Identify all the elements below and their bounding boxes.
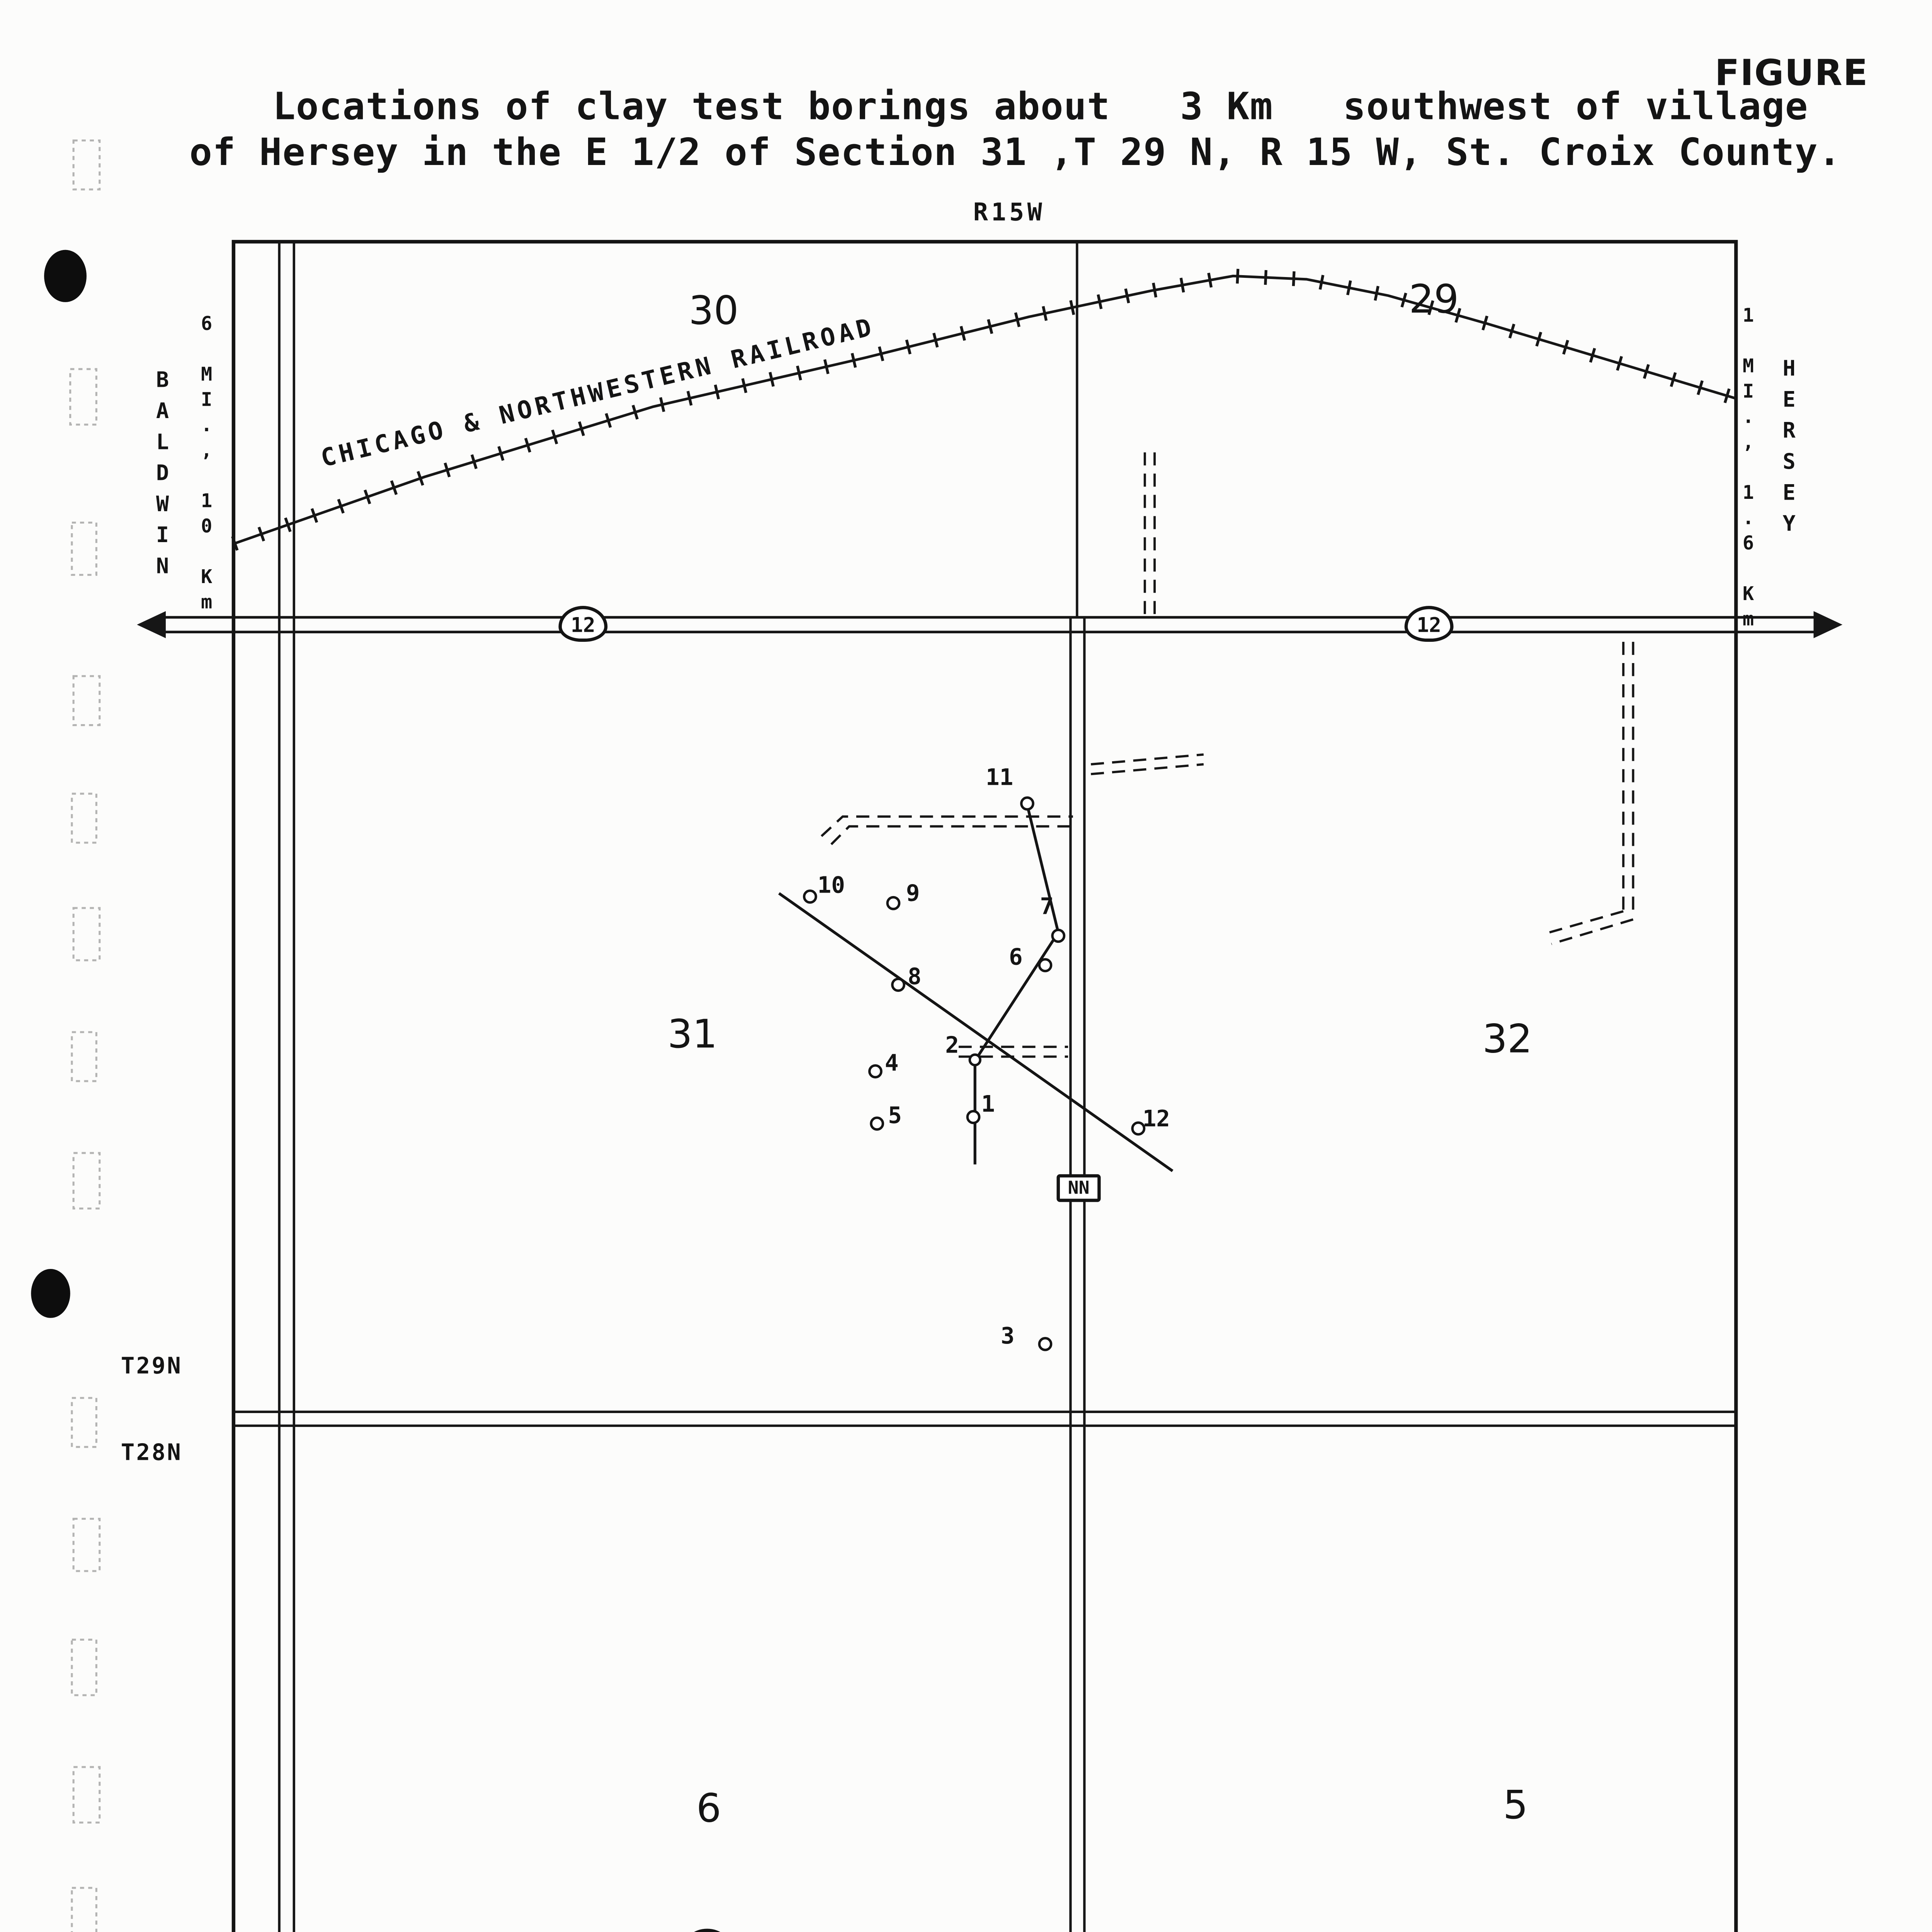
hersey-label: HERSEY	[1777, 357, 1801, 544]
dashed-road	[820, 815, 1073, 837]
section-32-label: 32	[1482, 1016, 1532, 1062]
us12-shield-west-number: 12	[571, 611, 595, 636]
dashed-road	[1551, 918, 1634, 945]
dashed-road	[1091, 753, 1204, 765]
scan-artifact	[72, 139, 101, 190]
dashed-roads	[820, 452, 1634, 1058]
map-border	[231, 240, 1738, 1932]
section-31-label: 31	[667, 1011, 718, 1058]
boring-label-3: 3	[1000, 1324, 1015, 1350]
us12-shield-east-number: 12	[1417, 611, 1442, 636]
highway-12-road	[137, 611, 1843, 638]
test-boring-9	[886, 896, 901, 910]
boring-label-8: 8	[908, 964, 922, 991]
cross-section-line-b	[975, 932, 1060, 1059]
hersey-distance-label: 1 MI., 1.6 Km	[1736, 304, 1760, 633]
township-t28n-label: T28N	[121, 1440, 183, 1467]
railroad-line	[233, 274, 1736, 545]
test-borings	[803, 796, 1146, 1351]
section-29-label: 29	[1409, 276, 1459, 323]
scan-artifact	[72, 907, 101, 961]
test-boring-8	[891, 978, 905, 992]
scan-artifact	[72, 675, 101, 726]
boring-label-2: 2	[945, 1033, 959, 1060]
test-boring-4	[868, 1064, 883, 1078]
punch-hole	[44, 250, 87, 302]
us12-shield-east: 12	[1404, 606, 1454, 642]
test-boring-11	[1020, 796, 1034, 811]
scan-artifact	[71, 521, 97, 576]
punch-hole	[31, 1269, 70, 1318]
title-line-1: Locations of clay test borings about 3 K…	[272, 87, 1809, 129]
us12-shield-west: 12	[558, 606, 608, 642]
dashed-road	[1091, 763, 1204, 776]
scan-artifacts	[69, 139, 101, 1932]
boring-label-4: 4	[884, 1051, 899, 1078]
range-label: R15W	[973, 197, 1046, 227]
scan-artifact	[72, 1766, 101, 1824]
baldwin-distance-label: 6 MI., 10 Km	[195, 312, 218, 616]
county-nn-marker: NN	[1056, 1174, 1101, 1202]
roads	[233, 242, 1736, 1932]
section-5-label: 5	[1503, 1782, 1528, 1828]
section-6-label: 6	[696, 1786, 721, 1832]
west-arrow	[137, 611, 166, 638]
dashed-road	[1543, 910, 1624, 935]
boring-label-7: 7	[1040, 894, 1054, 921]
test-boring-12	[1131, 1121, 1146, 1136]
baldwin-label: BALDWIN	[150, 369, 175, 587]
scan-artifact	[71, 1638, 97, 1696]
scan-artifact	[72, 1518, 101, 1572]
boring-label-5: 5	[888, 1103, 902, 1130]
scan-artifact	[71, 793, 97, 844]
test-boring-5	[870, 1116, 884, 1131]
county-nn-marker-label: NN	[1068, 1177, 1090, 1199]
test-boring-1	[966, 1110, 981, 1124]
test-boring-6	[1038, 958, 1053, 973]
boring-label-12: 12	[1142, 1107, 1170, 1133]
east-arrow	[1813, 611, 1843, 638]
test-boring-3	[1038, 1337, 1053, 1351]
title-line-2: of Hersey in the E 1/2 of Section 31 ,T …	[189, 132, 1842, 175]
punch-holes	[31, 250, 87, 1318]
scan-artifact	[72, 1152, 101, 1210]
test-boring-2	[968, 1053, 981, 1066]
scan-artifact	[71, 1031, 97, 1082]
section-30-label: 30	[689, 288, 739, 334]
boring-label-6: 6	[1009, 945, 1023, 971]
test-boring-7	[1051, 929, 1066, 943]
boring-label-11: 11	[985, 765, 1014, 792]
railroad-track	[231, 269, 1738, 551]
test-boring-10	[803, 889, 817, 904]
cross-section-lines	[778, 804, 1173, 1172]
township-t29n-label: T29N	[121, 1354, 183, 1380]
railroad-ties	[231, 269, 1738, 551]
cross-section-line-a	[778, 892, 1173, 1172]
dashed-road	[830, 825, 1073, 845]
scan-artifact	[71, 1397, 97, 1448]
scan-artifact	[69, 368, 97, 426]
boring-label-10: 10	[817, 873, 845, 900]
boring-label-1: 1	[981, 1092, 995, 1118]
boring-label-9: 9	[906, 881, 920, 908]
cross-section-line-b	[1026, 804, 1060, 933]
figure-label: FIGURE	[1714, 54, 1869, 95]
scan-artifact	[71, 1887, 97, 1932]
